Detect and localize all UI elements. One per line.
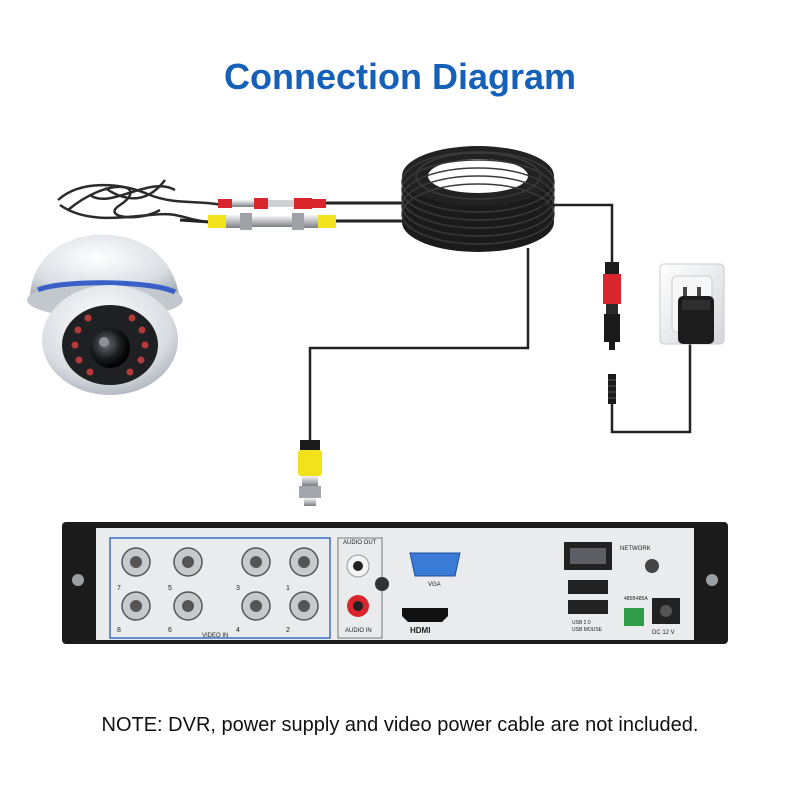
channel-2: 2 — [286, 627, 290, 634]
power-cable — [540, 203, 614, 262]
bnc-video-connector-pair — [179, 213, 404, 230]
rs485-label-b: 485A — [636, 596, 648, 602]
dc-power-connector — [603, 262, 692, 434]
network-label: NETWORK — [620, 546, 651, 552]
channel-4: 4 — [236, 627, 240, 634]
channel-7: 7 — [117, 585, 121, 592]
channel-6: 6 — [168, 627, 172, 634]
camera-pigtail — [57, 179, 223, 224]
hdmi-label: HDMI — [410, 626, 430, 635]
audio-in-label: AUDIO IN — [345, 628, 372, 634]
dvr-back-panel: 7 5 3 1 8 6 4 2 VIDEO IN AUDIO OUT AUDIO… — [62, 522, 728, 644]
diagram-title: Connection Diagram — [223, 56, 577, 97]
bnc-video-connector-dvr — [298, 440, 322, 506]
video-in-label: VIDEO IN — [202, 633, 228, 639]
dome-camera-icon — [27, 234, 183, 395]
usb-label-2: USB MOUSE — [572, 627, 603, 633]
vga-label: VGA — [428, 582, 441, 588]
cable-coil-icon — [401, 146, 555, 252]
channel-1: 1 — [286, 585, 290, 592]
channel-8: 8 — [117, 627, 121, 634]
rs485-label-a: 485B — [624, 596, 636, 602]
usb-label-1: USB 2.0 — [572, 620, 591, 626]
channel-5: 5 — [168, 585, 172, 592]
dc-label: DC 12 V — [652, 630, 675, 636]
rca-audio-connector — [218, 198, 404, 209]
channel-3: 3 — [236, 585, 240, 592]
power-adapter-icon — [678, 296, 714, 344]
note-text: NOTE: DVR, power supply and video power … — [101, 714, 699, 736]
video-cable — [308, 248, 530, 440]
audio-out-label: AUDIO OUT — [343, 540, 377, 546]
